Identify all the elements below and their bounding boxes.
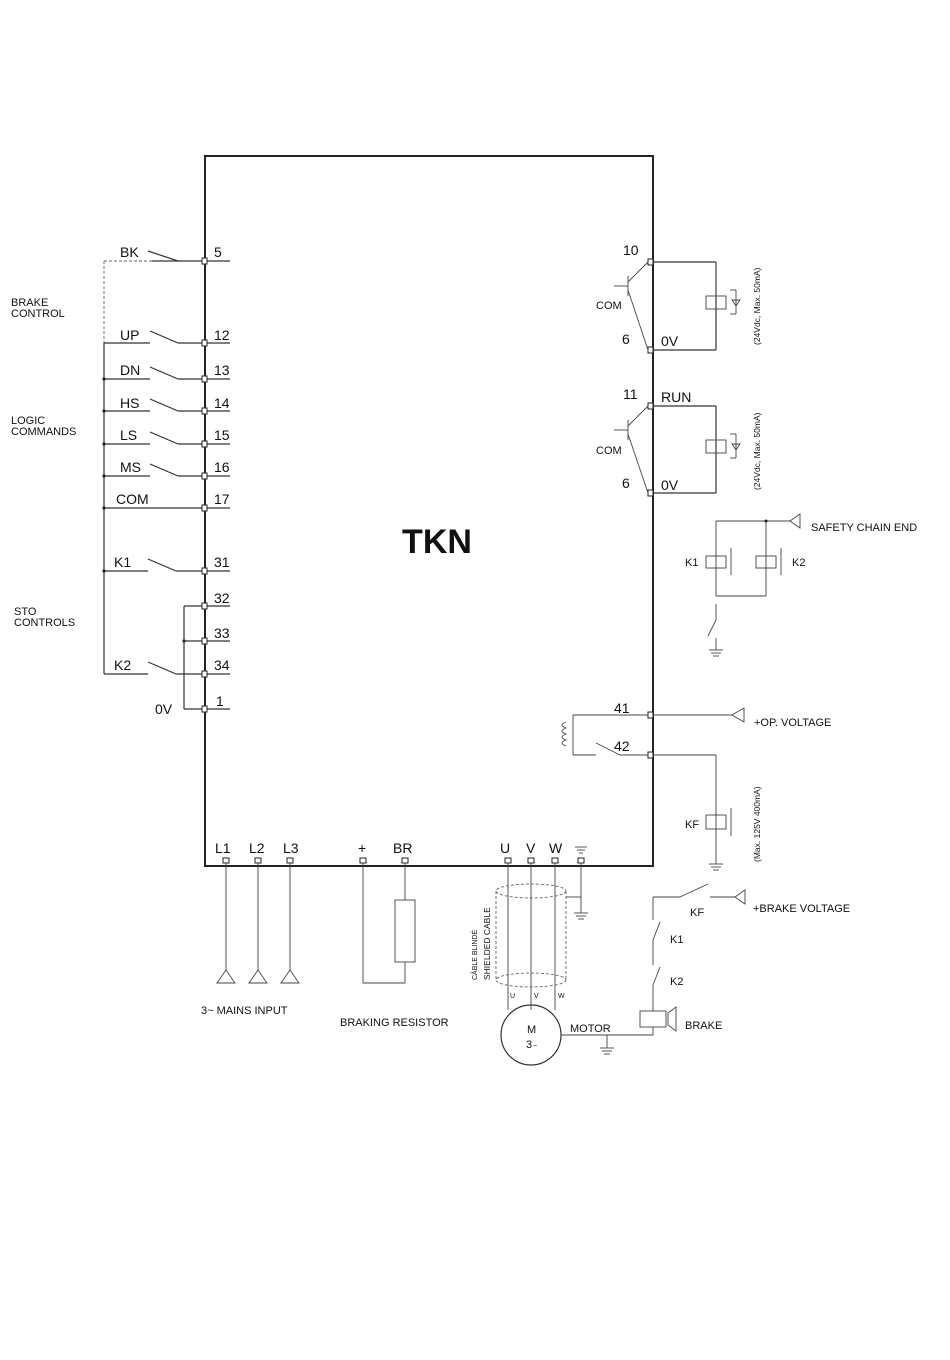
svg-text:BRAKING RESISTOR: BRAKING RESISTOR (340, 1017, 449, 1029)
svg-text:U: U (500, 840, 510, 856)
svg-text:10: 10 (623, 242, 639, 258)
svg-text:RUN: RUN (661, 389, 691, 405)
input-k2: K2 34 (114, 657, 230, 678)
svg-text:MS: MS (120, 459, 141, 475)
svg-text:K1: K1 (685, 557, 698, 569)
svg-text:12: 12 (214, 327, 230, 343)
input-ls: LS 15 (102, 427, 230, 448)
input-ms: MS 16 (102, 459, 230, 480)
output-10: 10 COM 6 0V (24Vdc, Max. 50mA) (596, 242, 762, 354)
braking-resistor: + BR BRAKING RESISTOR (340, 840, 449, 1029)
svg-text:M: M (527, 1024, 536, 1036)
svg-text:COM: COM (116, 491, 149, 507)
svg-text:UP: UP (120, 327, 139, 343)
input-com: COM 17 (102, 491, 230, 512)
svg-text:U: U (510, 993, 515, 1000)
input-dn: DN 13 (102, 362, 230, 383)
svg-text:MOTOR: MOTOR (570, 1023, 611, 1035)
input-up: UP 12 (104, 327, 230, 347)
group-label-sto-1: STO (14, 606, 37, 618)
svg-text:13: 13 (214, 362, 230, 378)
svg-text:0V: 0V (155, 701, 173, 717)
svg-text:6: 6 (622, 331, 630, 347)
group-label-logic-2: COMMANDS (11, 426, 76, 438)
relay-41-42: 41 42 +OP. VOLTAGE KF (Max. 125V 400mA) (561, 700, 831, 871)
svg-text:14: 14 (214, 395, 230, 411)
svg-text:SHIELDED CABLE: SHIELDED CABLE (482, 907, 492, 980)
svg-text:SAFETY CHAIN END: SAFETY CHAIN END (811, 522, 917, 534)
svg-text:(24Vdc, Max. 50mA): (24Vdc, Max. 50mA) (752, 412, 762, 490)
svg-text:W: W (549, 840, 563, 856)
svg-text:KF: KF (685, 819, 699, 831)
svg-text:K2: K2 (114, 657, 131, 673)
svg-text:LS: LS (120, 427, 137, 443)
svg-text:31: 31 (214, 554, 230, 570)
svg-text:33: 33 (214, 625, 230, 641)
group-label-brake-2: CONTROL (11, 308, 65, 320)
svg-text:+OP. VOLTAGE: +OP. VOLTAGE (754, 717, 831, 729)
inverter-box (204, 155, 654, 867)
svg-text:5: 5 (214, 244, 222, 260)
svg-text:KF: KF (690, 907, 704, 919)
svg-text:L3: L3 (283, 840, 299, 856)
svg-text:+: + (358, 840, 366, 856)
svg-text:0V: 0V (661, 333, 679, 349)
brake-circuit: +BRAKE VOLTAGE KF K1 K2 BRAKE (639, 883, 850, 1035)
input-k1: K1 31 (102, 554, 230, 575)
svg-text:K1: K1 (114, 554, 131, 570)
svg-text:COM: COM (596, 445, 622, 457)
input-hs: HS 14 (102, 395, 230, 415)
svg-text:41: 41 (614, 700, 630, 716)
svg-text:34: 34 (214, 657, 230, 673)
svg-text:V: V (534, 993, 539, 1000)
svg-text:~: ~ (533, 1043, 537, 1050)
svg-text:(24Vdc, Max. 50mA): (24Vdc, Max. 50mA) (752, 267, 762, 345)
mains-input: L1 L2 L3 3~ MAINS INPUT (201, 840, 300, 1017)
svg-text:17: 17 (214, 491, 230, 507)
svg-text:L2: L2 (249, 840, 265, 856)
group-label-logic-1: LOGIC (11, 415, 45, 427)
input-33: 33 (182, 625, 230, 645)
input-bk: BK 5 (120, 244, 230, 265)
svg-text:K1: K1 (670, 934, 683, 946)
svg-text:11: 11 (623, 386, 638, 402)
svg-text:DN: DN (120, 362, 140, 378)
svg-text:CÂBLE BLINDÉ: CÂBLE BLINDÉ (470, 929, 479, 980)
svg-text:W: W (558, 993, 565, 1000)
svg-text:L1: L1 (215, 840, 231, 856)
svg-text:32: 32 (214, 590, 230, 606)
svg-text:42: 42 (614, 738, 630, 754)
svg-text:BRAKE: BRAKE (685, 1020, 722, 1032)
diagram-title: TKN (402, 523, 472, 561)
svg-text:(Max. 125V 400mA): (Max. 125V 400mA) (752, 786, 762, 862)
input-0v: 0V 1 (155, 693, 230, 717)
group-label-brake-1: BRAKE (11, 297, 48, 309)
group-label-sto-2: CONTROLS (14, 617, 75, 629)
svg-text:16: 16 (214, 459, 230, 475)
svg-text:0V: 0V (661, 477, 679, 493)
svg-text:6: 6 (622, 475, 630, 491)
svg-text:15: 15 (214, 427, 230, 443)
svg-text:3: 3 (526, 1039, 532, 1051)
svg-text:HS: HS (120, 395, 139, 411)
svg-text:1: 1 (216, 693, 224, 709)
input-32: 32 (184, 590, 230, 610)
svg-text:3~ MAINS INPUT: 3~ MAINS INPUT (201, 1005, 288, 1017)
motor-output: U V W CÂBLE BLINDÉ SHIELDED CABLE U V W … (470, 840, 653, 1066)
svg-text:BR: BR (393, 840, 412, 856)
svg-text:K2: K2 (670, 976, 683, 988)
output-11: 11 RUN COM 6 0V (24Vdc, Max. 50mA) (596, 386, 762, 497)
safety-chain: SAFETY CHAIN END K1 K2 (685, 513, 917, 657)
svg-text:BK: BK (120, 244, 139, 260)
svg-text:V: V (526, 840, 536, 856)
svg-text:K2: K2 (792, 557, 805, 569)
svg-text:+BRAKE VOLTAGE: +BRAKE VOLTAGE (753, 903, 850, 915)
svg-text:COM: COM (596, 300, 622, 312)
